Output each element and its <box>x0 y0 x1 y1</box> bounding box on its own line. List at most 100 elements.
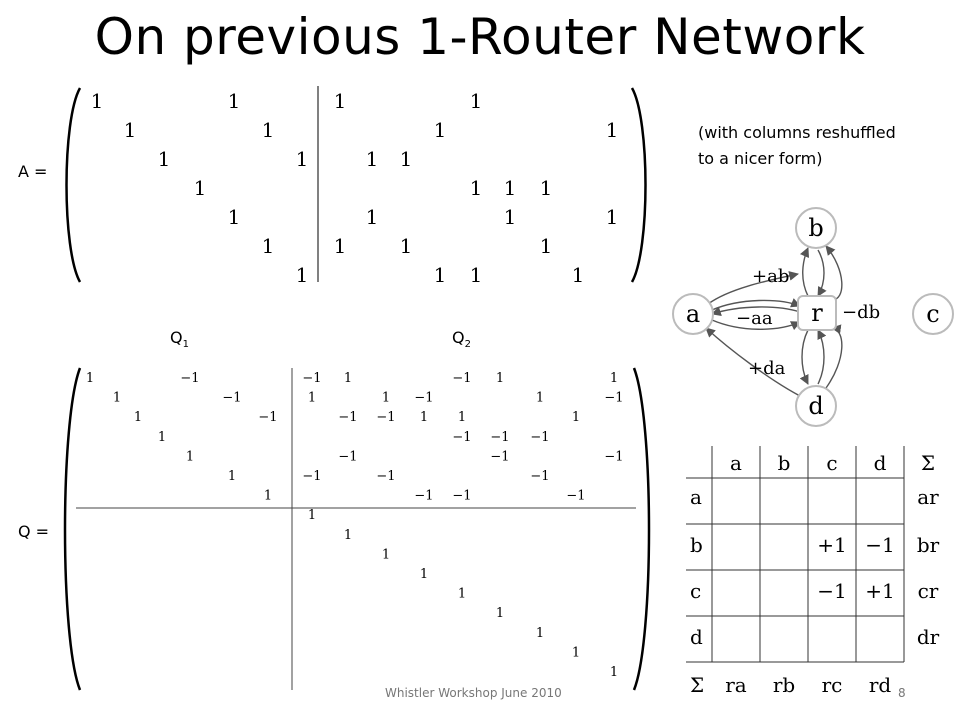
matrix-a-cell-r2-c2: 1 <box>158 147 171 171</box>
table-cell-r1-c3: +1 <box>817 533 846 557</box>
matrix-a-cell-r1-c15: 1 <box>606 118 619 142</box>
edge-d-r-2 <box>817 329 827 385</box>
matrix-a-cell-r0-c0: 1 <box>91 89 104 113</box>
matrix-q-cell-r5-c5: 1 <box>228 469 236 484</box>
matrix-q-cell-r4-c4: 1 <box>186 449 194 464</box>
matrix-q-cell-r11-c11: 1 <box>458 587 466 602</box>
node-r <box>797 295 837 331</box>
node-d-label: d <box>808 392 823 420</box>
table-cell-r1-c5: br <box>917 533 940 557</box>
table-cell-r0-c5: ar <box>917 485 939 509</box>
matrix-q-cell-r0-c0: 1 <box>86 371 94 386</box>
matrix-a-cell-r5-c9: 1 <box>400 234 413 258</box>
matrix-q-cell-r2-c10: 1 <box>420 410 428 425</box>
matrix-a-cell-r4-c4: 1 <box>228 205 241 229</box>
matrix-q-cell-r6-c6: 1 <box>264 489 272 504</box>
table-cell-r1-c0: b <box>690 533 703 557</box>
table-header-3: c <box>826 451 837 475</box>
matrix-q-cell-r8-c8: 1 <box>344 528 352 543</box>
table-header-4: d <box>874 451 887 475</box>
matrix-a-cell-r1-c5: 1 <box>262 118 275 142</box>
matrix-a-cell-r6-c6: 1 <box>296 263 309 287</box>
matrix-q-cell-r0-c15: 1 <box>610 371 618 386</box>
matrix-q-cell-r6-c10: −1 <box>414 489 433 504</box>
matrix-q-cell-r0-c4: −1 <box>180 371 199 386</box>
matrix-q-cell-r15-c15: 1 <box>610 665 618 680</box>
table-footer-3: rc <box>822 673 843 697</box>
node-a-label: a <box>686 300 700 328</box>
table-cell-r0-c0: a <box>690 485 702 509</box>
matrix-q-cell-r0-c11: −1 <box>452 371 471 386</box>
table-header-5: Σ <box>921 451 935 475</box>
table-header-1: a <box>730 451 742 475</box>
q1-sub: 1 <box>182 339 189 351</box>
matrix-q-cell-r7-c7: 1 <box>308 508 316 523</box>
matrix-q-cell-r1-c5: −1 <box>222 391 241 406</box>
q1-main: Q <box>170 328 183 347</box>
matrix-q-cell-r2-c2: 1 <box>134 410 142 425</box>
table-cell-r2-c5: cr <box>918 579 939 603</box>
matrix-q-label: Q = <box>18 522 50 541</box>
table-cell-r1-c4: −1 <box>865 533 894 557</box>
matrix-a-cell-r3-c3: 1 <box>194 176 207 200</box>
matrix-a-cell-r0-c11: 1 <box>470 89 483 113</box>
matrix-a-cell-r2-c8: 1 <box>366 147 379 171</box>
matrix-q-cell-r13-c13: 1 <box>536 626 544 641</box>
footer-text: Whistler Workshop June 2010 <box>385 686 562 700</box>
matrix-q-cell-r5-c7: −1 <box>302 469 321 484</box>
matrix-q-cell-r2-c8: −1 <box>338 410 357 425</box>
matrix-q-cell-r2-c11: 1 <box>458 410 466 425</box>
edge-d-a <box>705 327 801 397</box>
matrix-a-cell-r2-c9: 1 <box>400 147 413 171</box>
slide-title: On previous 1-Router Network <box>94 8 866 66</box>
matrix-a-cell-r3-c11: 1 <box>470 176 483 200</box>
matrix-a-cell-r0-c4: 1 <box>228 89 241 113</box>
node-r-label: r <box>811 299 823 327</box>
edge-label-ab: +ab <box>752 266 789 287</box>
matrix-a-cell-r4-c15: 1 <box>606 205 619 229</box>
matrix-a-cell-r4-c12: 1 <box>504 205 517 229</box>
matrix-a-cell-r6-c14: 1 <box>572 263 585 287</box>
node-b <box>795 207 837 249</box>
edge-a-r-2 <box>711 306 801 316</box>
matrix-q-cell-r1-c13: 1 <box>536 391 544 406</box>
matrix-a-label: A = <box>18 162 48 181</box>
edge-b-r-2 <box>817 249 827 297</box>
matrix-a-cell-r5-c5: 1 <box>262 234 275 258</box>
matrix-a-cell-r5-c13: 1 <box>540 234 553 258</box>
matrix-q-cell-r2-c14: 1 <box>572 410 580 425</box>
matrix-a-cell-r3-c13: 1 <box>540 176 553 200</box>
table-footer-1: ra <box>725 673 747 697</box>
edge-d-r-3 <box>825 324 843 389</box>
matrix-q-cell-r4-c8: −1 <box>338 449 357 464</box>
table-footer-2: rb <box>773 673 795 697</box>
matrix-q-cell-r4-c15: −1 <box>604 449 623 464</box>
matrix-q-cell-r5-c13: −1 <box>530 469 549 484</box>
matrix-a-cell-r6-c10: 1 <box>434 263 447 287</box>
node-c <box>912 293 954 335</box>
matrix-q-cell-r1-c9: 1 <box>382 391 390 406</box>
table-cell-r2-c3: −1 <box>817 579 846 603</box>
matrix-q-cell-r6-c11: −1 <box>452 489 471 504</box>
matrix-q-cell-r1-c10: −1 <box>414 391 433 406</box>
table-cell-r2-c4: +1 <box>865 579 894 603</box>
q2-sub: 2 <box>464 339 471 351</box>
matrix-q-cell-r1-c7: 1 <box>308 391 316 406</box>
matrix-q-cell-r3-c11: −1 <box>452 430 471 445</box>
edge-r-b-1 <box>800 247 810 297</box>
matrix-a-cell-r5-c7: 1 <box>334 234 347 258</box>
matrix-q-cell-r14-c14: 1 <box>572 645 580 660</box>
q1-label: Q1 <box>170 328 189 350</box>
matrix-a-cell-r6-c11: 1 <box>470 263 483 287</box>
matrix-q-cell-r2-c6: −1 <box>258 410 277 425</box>
q2-main: Q <box>452 328 465 347</box>
matrix-q-cell-r9-c9: 1 <box>382 547 390 562</box>
matrix-q-cell-r2-c9: −1 <box>376 410 395 425</box>
matrix-q-cell-r10-c10: 1 <box>420 567 428 582</box>
note-line-2: to a nicer form) <box>698 149 823 168</box>
matrix-q-cell-r1-c15: −1 <box>604 391 623 406</box>
matrix-a-cell-r0-c7: 1 <box>334 89 347 113</box>
